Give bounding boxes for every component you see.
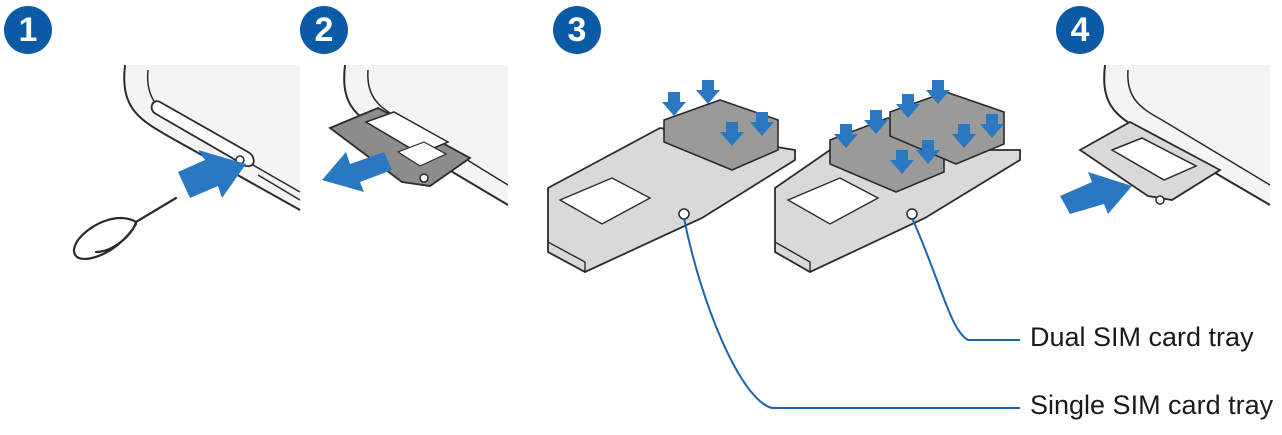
panel-2-pull-tray — [322, 64, 509, 206]
step-badge-1: 1 — [4, 6, 52, 54]
tray-slot-1 — [150, 100, 255, 168]
step-number: 2 — [314, 11, 334, 49]
arrow-right-icon — [1060, 172, 1132, 214]
panel-3-single-tray — [547, 80, 796, 274]
callout-line-single — [683, 217, 1020, 409]
arrow-right-icon — [178, 150, 246, 198]
panel-4-insert-tray — [1060, 64, 1271, 214]
callout-line-dual — [911, 217, 1020, 341]
step-badge-2: 2 — [300, 6, 348, 54]
sim-card — [663, 99, 779, 171]
eject-pin-icon — [73, 196, 178, 260]
panel-1-eject-pin — [73, 64, 301, 260]
step-badge-4: 4 — [1056, 6, 1104, 54]
arrow-down-icon — [662, 80, 774, 146]
sim-tray-2 — [328, 107, 472, 187]
step-number: 4 — [1070, 11, 1090, 49]
label-dual-sim-tray: Dual SIM card tray — [1030, 322, 1254, 352]
label-single-sim-tray: Single SIM card tray — [1030, 390, 1274, 420]
step-number: 1 — [18, 11, 38, 49]
step-number: 3 — [567, 11, 587, 49]
arrow-left-icon — [322, 152, 392, 192]
arrow-down-icon — [834, 80, 1004, 174]
panel-3-dual-tray — [774, 80, 1021, 274]
step-badge-3: 3 — [553, 6, 601, 54]
